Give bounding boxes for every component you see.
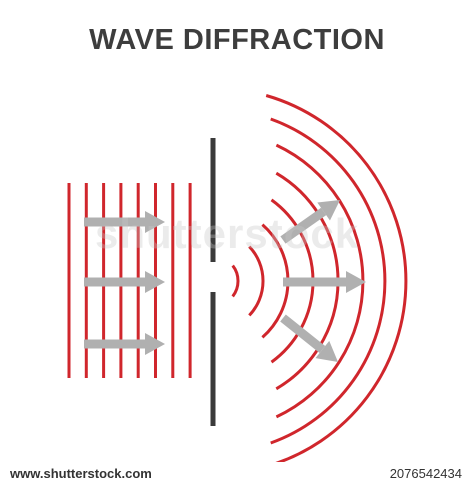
diffracted-arrow-down (280, 314, 338, 362)
incident-arrow-3-head (145, 333, 165, 355)
incident-arrow-3 (84, 333, 165, 355)
diffracted-arrow-forward-head (346, 271, 366, 293)
incident-arrow-1-head (145, 211, 165, 233)
diffracted-wavefront-2 (248, 245, 265, 317)
diagram-title: WAVE DIFFRACTION (89, 24, 385, 56)
diffracted-arrow-up-shaft (280, 207, 327, 244)
incident-arrow-1 (84, 211, 165, 233)
diffracted-arrow-up-head (317, 200, 340, 221)
stock-site-label: www.shutterstock.com (10, 466, 152, 481)
diffracted-arrow-forward (283, 271, 366, 293)
diffracted-arrows (280, 200, 366, 362)
stock-image-id: 2076542434 (389, 466, 462, 481)
diffracted-arrow-down-head (315, 340, 338, 362)
stock-footer: www.shutterstock.com 2076542434 (0, 462, 474, 489)
incident-arrow-2 (84, 271, 165, 293)
watermark-text: shutterstock (95, 210, 360, 257)
incident-arrow-2-head (145, 271, 165, 293)
diffracted-wavefront-8 (265, 94, 408, 462)
diffracted-wavefront-1 (231, 264, 240, 298)
wave-diffraction-diagram (67, 94, 408, 462)
diffracted-arrow-up (280, 200, 340, 244)
diffracted-wavefront-7 (270, 117, 387, 445)
incident-arrows (84, 211, 165, 355)
diffracted-arrow-down-shaft (280, 314, 326, 354)
